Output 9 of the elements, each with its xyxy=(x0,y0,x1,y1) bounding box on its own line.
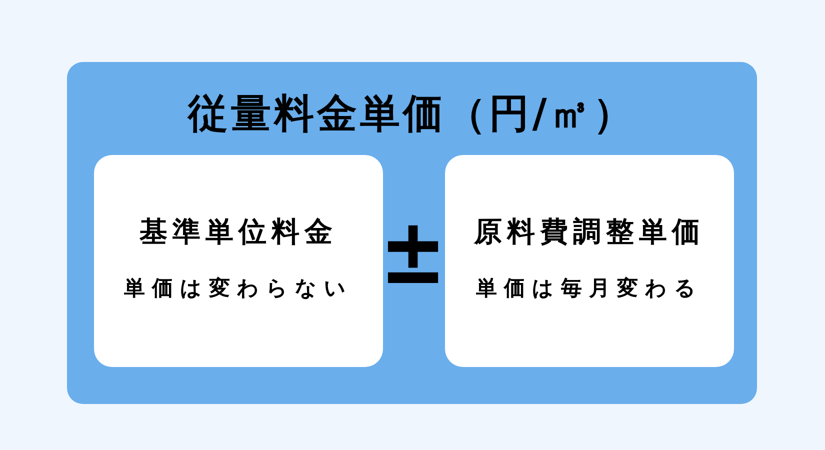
card-subtext: 単価は変わらない xyxy=(124,275,353,302)
panel-title: 従量料金単価（円/㎥） xyxy=(188,90,636,139)
card-heading: 基準単位料金 xyxy=(140,214,338,250)
content-card xyxy=(445,155,734,367)
formula-panel xyxy=(67,62,757,404)
plus-minus-sign: ± xyxy=(379,206,447,298)
content-card xyxy=(94,155,383,367)
card-heading: 原料費調整単価 xyxy=(474,214,705,250)
card-subtext: 単価は毎月変わる xyxy=(476,275,703,302)
